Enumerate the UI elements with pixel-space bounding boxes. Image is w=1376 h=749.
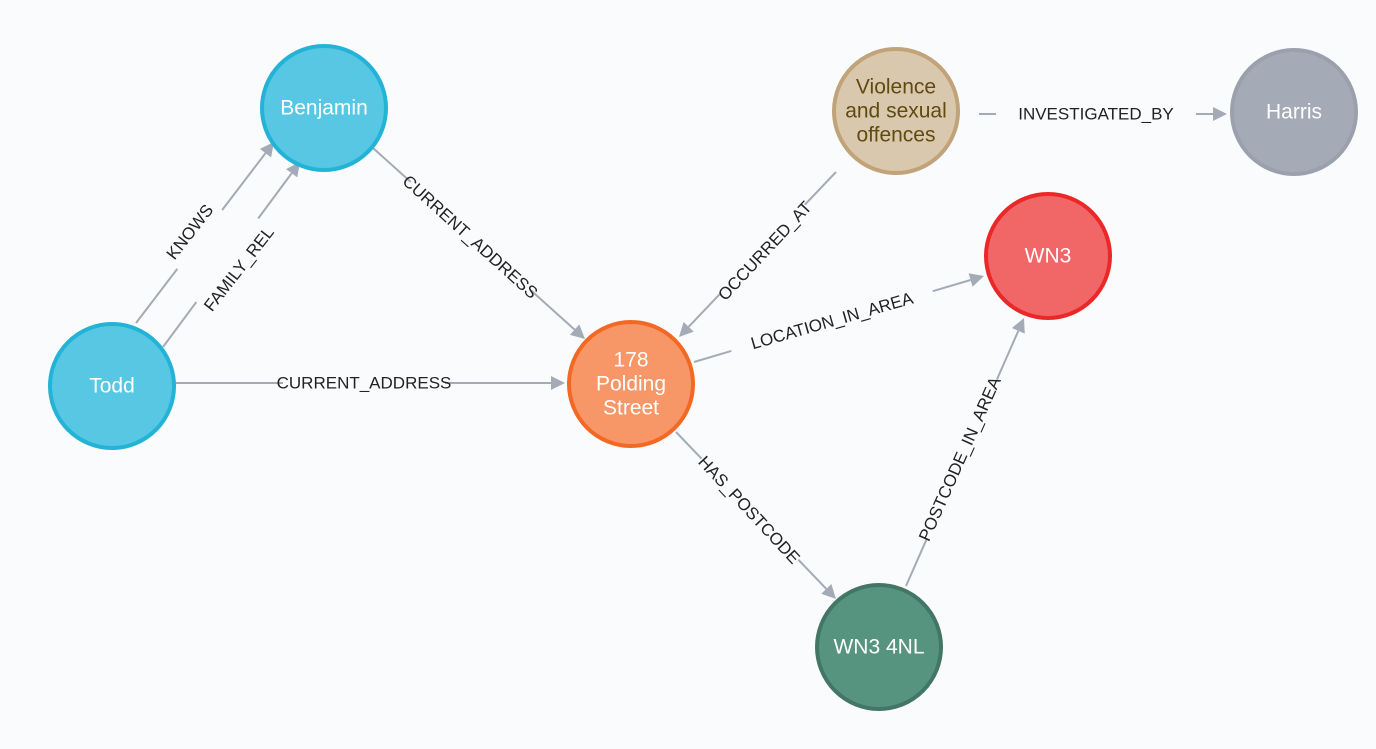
node-circle[interactable] bbox=[1230, 48, 1358, 176]
node-label: Benjamin bbox=[280, 97, 368, 120]
edge-label: POSTCODE_IN_AREA bbox=[915, 373, 1005, 544]
edge-label: KNOWS bbox=[163, 201, 218, 263]
node-wn34nl[interactable]: WN3 4NL bbox=[815, 583, 943, 711]
node-label: Violence bbox=[856, 76, 936, 99]
node-label: 178 bbox=[613, 349, 648, 372]
arrowhead-icon bbox=[1011, 318, 1025, 334]
node-circle[interactable] bbox=[832, 47, 960, 175]
edge-label: CURRENT_ADDRESS bbox=[399, 171, 542, 302]
edge-line-segment[interactable] bbox=[932, 279, 971, 293]
edge-todd-to-polding-current-address[interactable]: CURRENT_ADDRESS bbox=[176, 374, 565, 393]
edge-line-segment[interactable] bbox=[687, 292, 722, 328]
edge-line-segment[interactable] bbox=[797, 558, 828, 590]
edge-line-segment[interactable] bbox=[693, 349, 732, 363]
node-label: Harris bbox=[1266, 101, 1322, 124]
edge-label: CURRENT_ADDRESS bbox=[277, 374, 452, 393]
node-label: Street bbox=[603, 397, 659, 420]
edge-wn34nl-to-wn3-postcode-in-area[interactable]: POSTCODE_IN_AREA bbox=[905, 318, 1025, 587]
edge-line-segment[interactable] bbox=[905, 539, 928, 587]
edge-label: INVESTIGATED_BY bbox=[1018, 105, 1174, 124]
node-circle[interactable] bbox=[567, 320, 695, 448]
edge-line-segment[interactable] bbox=[221, 152, 267, 211]
node-label: Polding bbox=[596, 373, 666, 396]
arrowhead-icon bbox=[968, 273, 984, 287]
node-circle[interactable] bbox=[48, 322, 176, 450]
arrowhead-icon bbox=[1213, 107, 1227, 121]
node-benjamin[interactable]: Benjamin bbox=[260, 44, 388, 172]
edge-label: HAS_POSTCODE bbox=[694, 452, 803, 567]
edge-violence-to-harris-investigated-by[interactable]: INVESTIGATED_BY bbox=[979, 105, 1227, 124]
edge-line-segment[interactable] bbox=[804, 171, 837, 206]
edge-line-segment[interactable] bbox=[372, 147, 412, 183]
node-label: WN3 bbox=[1025, 245, 1072, 268]
edge-line-segment[interactable] bbox=[162, 301, 198, 348]
edge-label: LOCATION_IN_AREA bbox=[749, 289, 916, 354]
node-todd[interactable]: Todd bbox=[48, 322, 176, 450]
arrowhead-icon bbox=[679, 322, 694, 337]
node-wn3[interactable]: WN3 bbox=[984, 192, 1112, 320]
node-label: WN3 4NL bbox=[833, 636, 924, 659]
node-circle[interactable] bbox=[815, 583, 943, 711]
arrowhead-icon bbox=[551, 376, 565, 390]
edge-polding-to-wn34nl-has-postcode[interactable]: HAS_POSTCODE bbox=[675, 431, 836, 599]
edge-violence-to-polding-occurred-at[interactable]: OCCURRED_AT bbox=[679, 171, 837, 337]
node-circle[interactable] bbox=[984, 192, 1112, 320]
edge-line-segment[interactable] bbox=[530, 289, 576, 331]
arrowhead-icon bbox=[821, 584, 836, 599]
arrowhead-icon bbox=[569, 324, 585, 339]
node-label: offences bbox=[856, 124, 935, 147]
node-label: Todd bbox=[89, 375, 135, 398]
node-circle[interactable] bbox=[260, 44, 388, 172]
edge-line-segment[interactable] bbox=[995, 330, 1020, 381]
node-label: and sexual bbox=[845, 100, 947, 123]
edge-label: FAMILY_REL bbox=[200, 223, 278, 315]
edge-line-segment[interactable] bbox=[675, 431, 703, 460]
edge-label: OCCURRED_AT bbox=[714, 198, 815, 305]
arrowhead-icon bbox=[259, 142, 274, 158]
edge-benjamin-to-polding-current-address[interactable]: CURRENT_ADDRESS bbox=[372, 147, 585, 339]
edge-line-segment[interactable] bbox=[135, 268, 179, 324]
node-harris[interactable]: Harris bbox=[1230, 48, 1358, 176]
arrowhead-icon bbox=[286, 162, 300, 178]
edge-line-segment[interactable] bbox=[257, 172, 293, 220]
